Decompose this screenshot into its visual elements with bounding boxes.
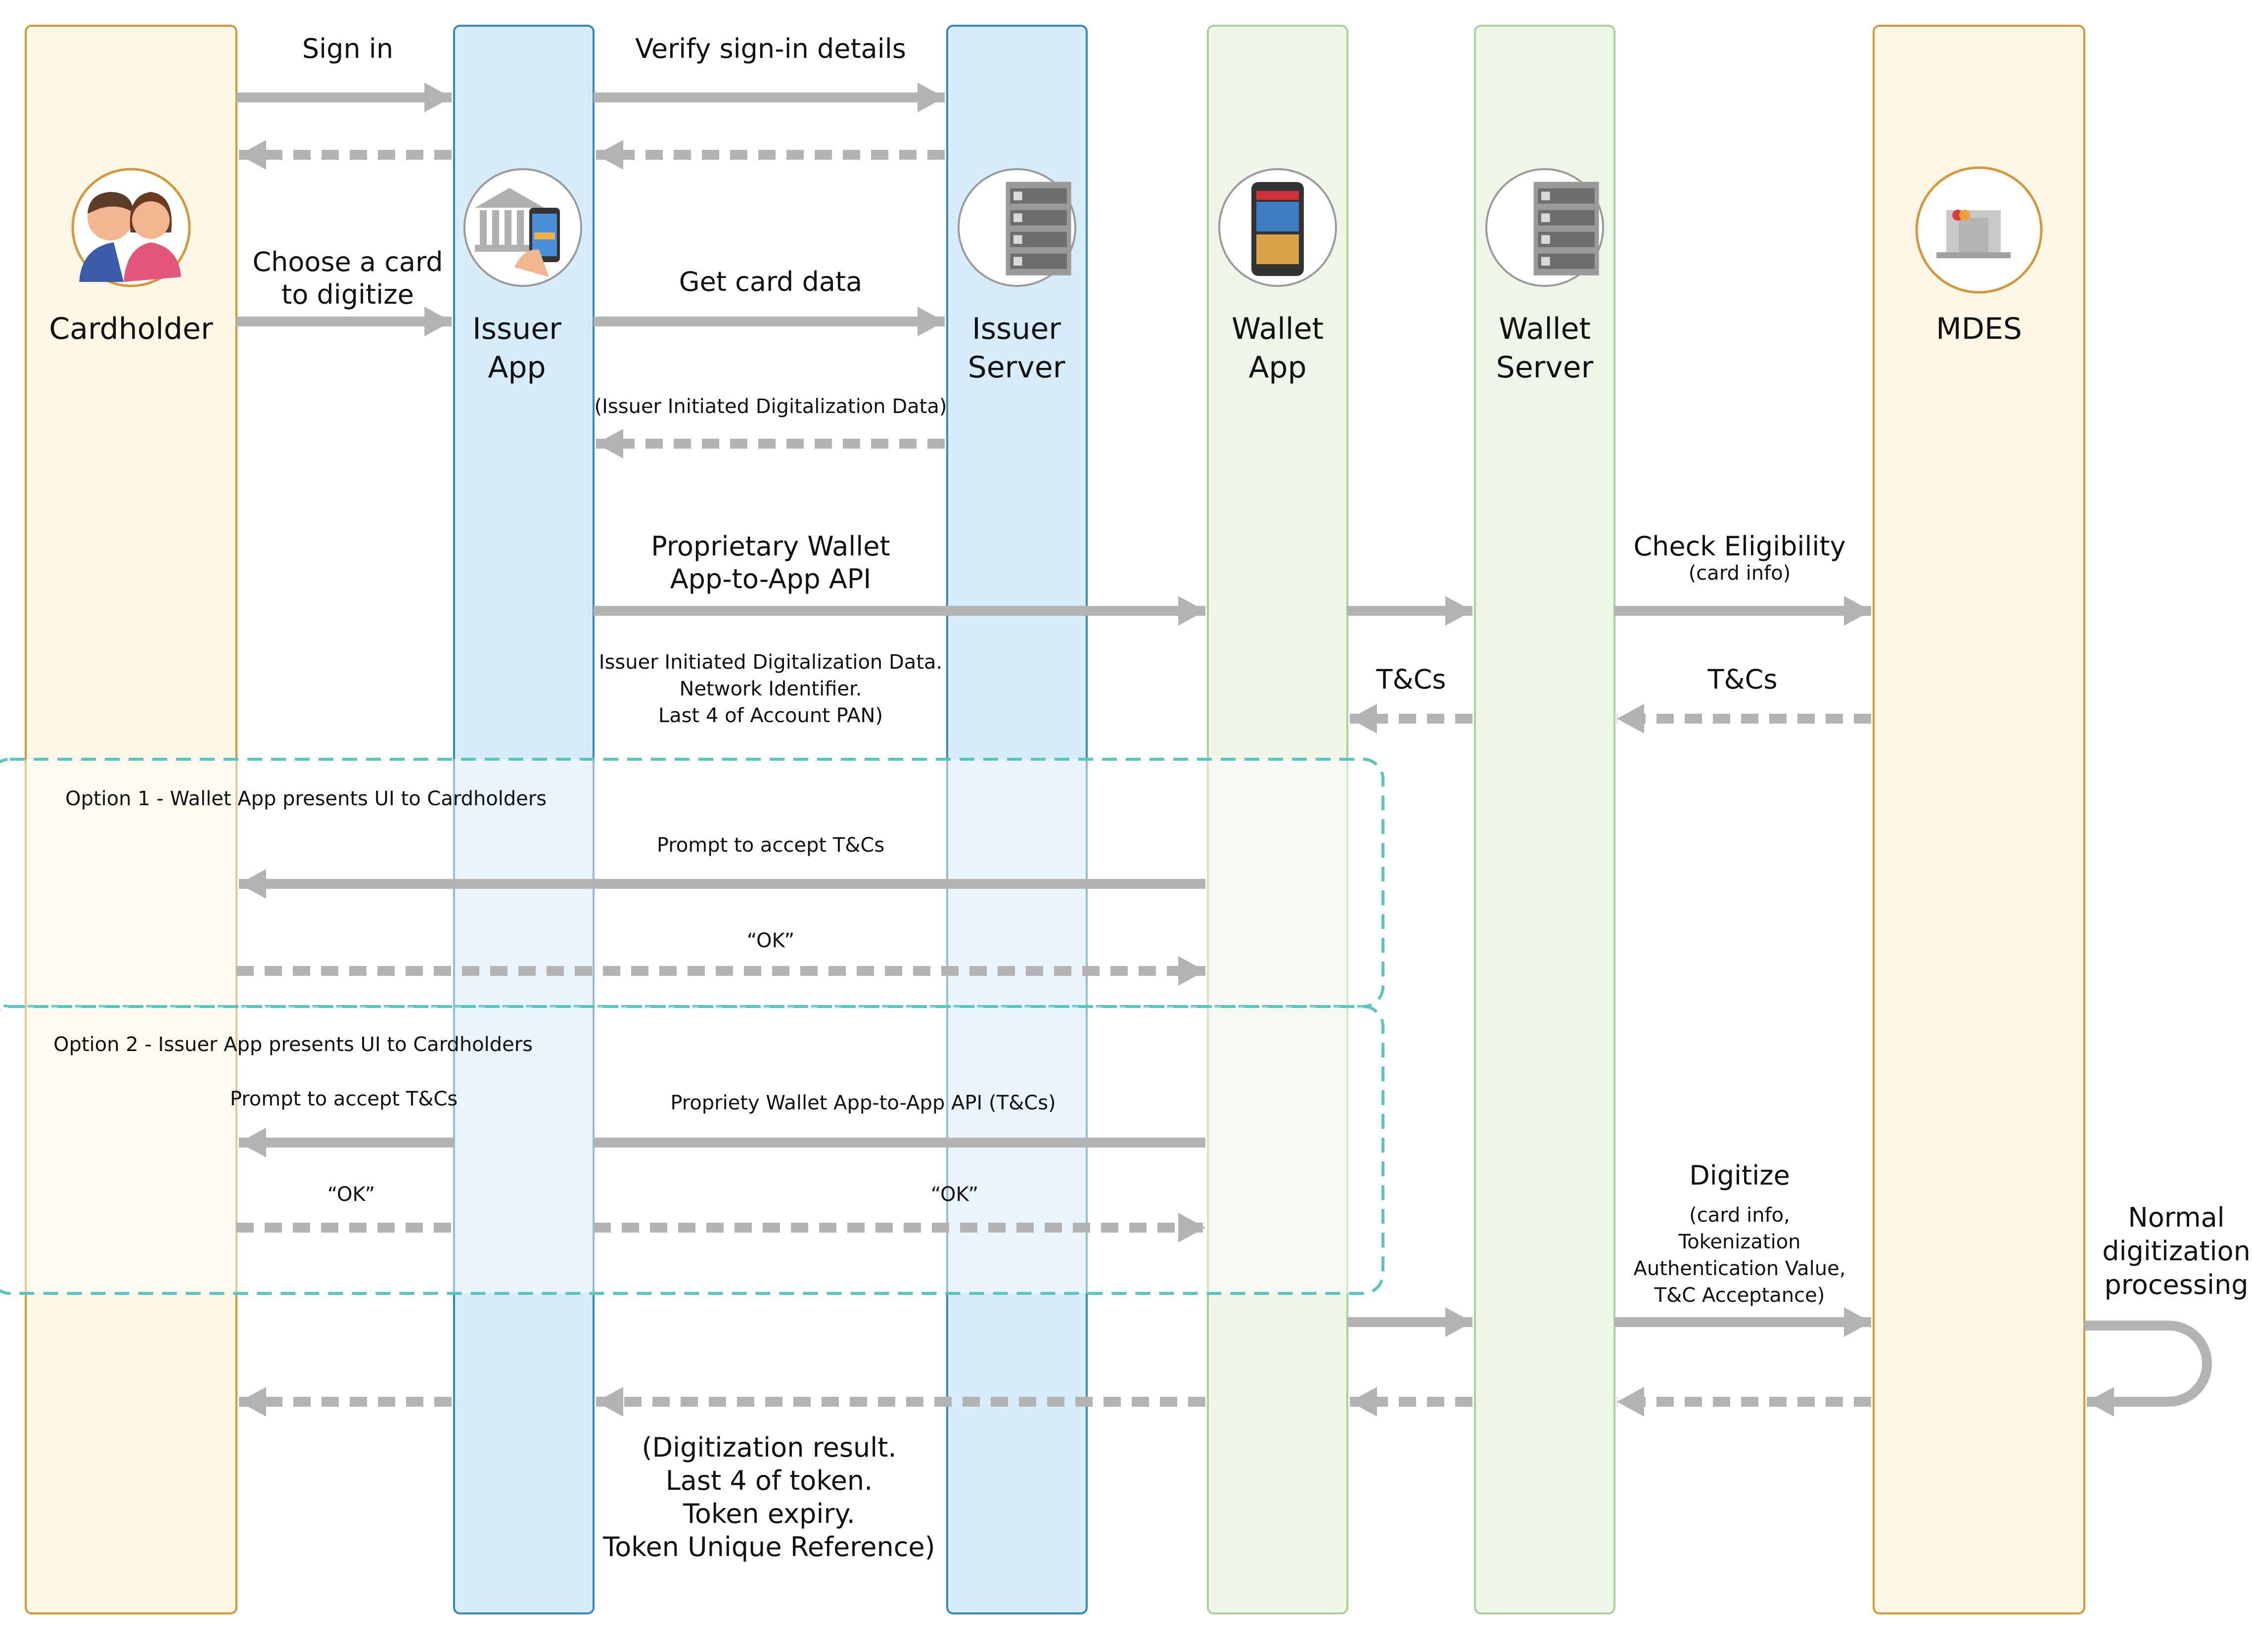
label-line: Normal (2128, 1202, 2224, 1233)
label-line: T&C Acceptance) (1654, 1284, 1825, 1307)
label-line: “OK” (747, 929, 795, 952)
lane-wallet-server (1474, 25, 1615, 1614)
label-line: digitization (2102, 1236, 2251, 1267)
label-line: Get card data (679, 266, 863, 297)
label-line: Sign in (302, 33, 393, 64)
lane-mdes (1873, 25, 2085, 1614)
option-2-label: Option 2 - Issuer App presents UI to Car… (53, 1033, 533, 1056)
label-line: (Issuer Initiated Digitalization Data) (595, 395, 947, 418)
bank-phone-icon (463, 168, 582, 287)
server-icon (1485, 168, 1604, 287)
label-opt2-ok-right: “OK” (931, 1183, 979, 1206)
people-icon (71, 168, 191, 287)
label-opt2-ok-left: “OK” (327, 1183, 375, 1206)
lane-cardholder (25, 25, 237, 1614)
label-line: processing (2104, 1269, 2248, 1300)
label-line: “OK” (327, 1183, 375, 1206)
label-line: Proprietary Wallet (651, 531, 890, 562)
label-line: Cardholder (49, 312, 213, 346)
label-line: (card info) (1689, 562, 1791, 585)
option-1-label: Option 1 - Wallet App presents UI to Car… (65, 787, 547, 810)
option-2-box (0, 1005, 1384, 1295)
label-line: Token expiry. (683, 1498, 855, 1529)
label-line: (card info, (1689, 1204, 1790, 1227)
lane-issuer-app (453, 25, 595, 1614)
lane-wallet-app (1207, 25, 1348, 1614)
label-line: Server (1496, 350, 1594, 385)
wallet-phone-icon (1218, 168, 1337, 287)
label-result: (Digitization result.Last 4 of token.Tok… (602, 1432, 935, 1562)
label-line: App-to-App API (670, 563, 872, 595)
label-line: Wallet (1499, 312, 1591, 346)
label-line: Prompt to accept T&Cs (657, 834, 884, 857)
building-icon (1915, 166, 2043, 294)
label-check-eligibility: Check Eligibility (1633, 531, 1845, 562)
label-card-info: (card info) (1689, 562, 1791, 585)
lane-label-mdes: MDES (1936, 312, 2022, 346)
label-line: “OK” (931, 1183, 979, 1206)
label-sign-in: Sign in (302, 33, 393, 64)
label-line: Network Identifier. (680, 678, 862, 700)
label-line: Choose a card (252, 246, 443, 277)
label-line: Last 4 of token. (666, 1465, 873, 1496)
label-line: Tokenization (1678, 1231, 1800, 1253)
label-digitize: Digitize (1689, 1160, 1790, 1191)
label-get-card-data: Get card data (679, 266, 863, 297)
label-line: to digitize (281, 279, 414, 310)
label-tcs-mdes: T&Cs (1707, 664, 1778, 695)
label-line: Wallet (1232, 312, 1324, 346)
label-line: Server (968, 350, 1065, 385)
label-line: Issuer (972, 312, 1061, 346)
label-line: Digitize (1689, 1160, 1790, 1191)
label-line: Verify sign-in details (635, 33, 906, 64)
lane-issuer-server (946, 25, 1088, 1614)
label-line: (Digitization result. (642, 1432, 896, 1463)
label-line: T&Cs (1707, 664, 1778, 695)
label-line: Prompt to accept T&Cs (230, 1088, 458, 1110)
arrow-normal-processing-loop (2084, 1321, 2212, 1417)
lane-label-cardholder: Cardholder (49, 312, 213, 346)
label-opt1-prompt: Prompt to accept T&Cs (657, 834, 884, 857)
label-line: App (488, 350, 546, 385)
label-api-payload: Issuer Initiated Digitalization Data. Net… (599, 651, 942, 727)
label-line: Check Eligibility (1633, 531, 1845, 562)
label-line: Authentication Value, (1634, 1257, 1846, 1280)
label-tcs-wallet: T&Cs (1376, 664, 1446, 695)
label-line: Issuer (472, 312, 561, 346)
label-verify: Verify sign-in details (635, 33, 906, 64)
label-opt2-prompt: Prompt to accept T&Cs (230, 1088, 458, 1110)
label-opt2-api: Propriety Wallet App-to-App API (T&Cs) (670, 1092, 1056, 1114)
label-opt1-ok: “OK” (747, 929, 795, 952)
label-line: MDES (1936, 312, 2022, 346)
label-issuer-data: (Issuer Initiated Digitalization Data) (595, 395, 947, 418)
label-line: Last 4 of Account PAN) (658, 704, 883, 727)
label-line: Issuer Initiated Digitalization Data. (599, 651, 942, 674)
label-line: App (1248, 350, 1306, 385)
label-line: T&Cs (1376, 664, 1446, 695)
label-line: Token Unique Reference) (602, 1531, 935, 1562)
server-icon (958, 168, 1076, 287)
label-line: Propriety Wallet App-to-App API (T&Cs) (670, 1092, 1056, 1114)
